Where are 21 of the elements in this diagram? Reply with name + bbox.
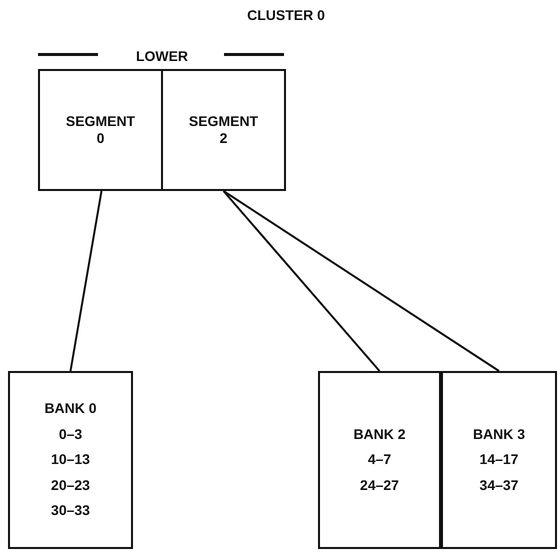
address-range: 24–27 [360,476,399,494]
address-range: 34–37 [480,476,518,494]
node-label: SEGMENT 0 [64,112,136,148]
node-label: BANK 2 [353,426,406,444]
group-heading: LOWER [136,48,188,64]
connector-line [70,190,102,372]
address-range: 10–13 [51,451,90,469]
bank-box [318,371,441,549]
bank-box [441,371,557,549]
address-range: 0–3 [58,426,82,444]
address-range: 20–23 [51,476,90,494]
node-label: SEGMENT 2 [188,112,260,148]
bank-box [8,371,133,549]
diagram-title: CLUSTER 0 [246,7,326,23]
node-label: BANK 0 [44,400,97,418]
address-range: 14–17 [480,451,518,469]
node-label: BANK 3 [472,426,526,444]
address-range: 30–33 [51,502,90,520]
connector-line [222,190,500,372]
address-range: 4–7 [368,451,392,469]
connector-line [222,190,380,372]
